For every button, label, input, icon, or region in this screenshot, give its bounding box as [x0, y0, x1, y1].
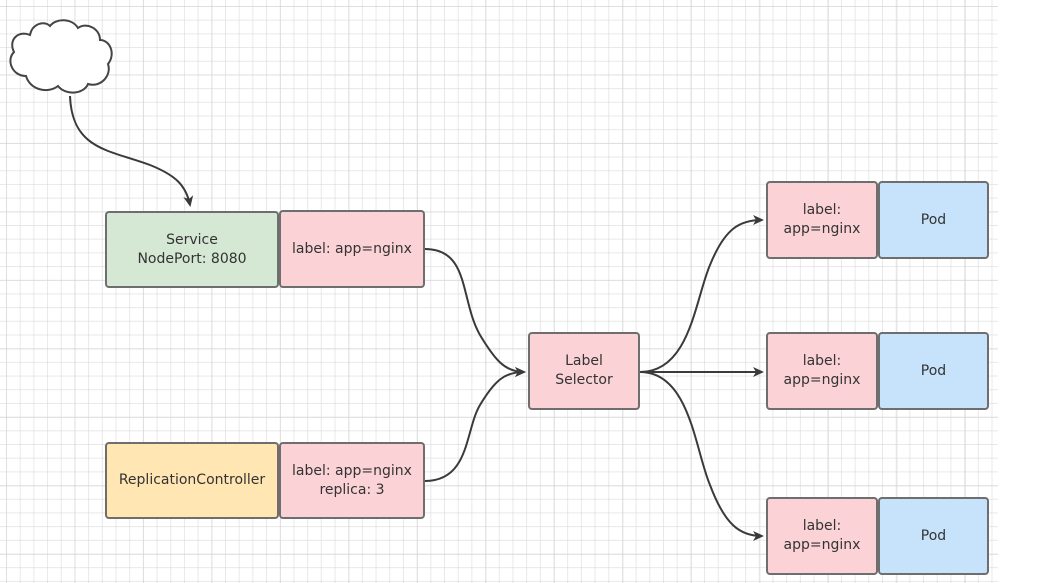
pod-label-node: label: app=nginx — [766, 497, 878, 575]
pod-node: Pod — [878, 332, 989, 410]
pod-label-node: label: app=nginx — [766, 332, 878, 410]
replication-controller-node: ReplicationController — [105, 442, 279, 519]
pod-node: Pod — [878, 181, 989, 259]
label-selector-node: Label Selector — [528, 332, 640, 410]
service-label-node: label: app=nginx — [279, 210, 425, 288]
service-node: Service NodePort: 8080 — [105, 211, 279, 288]
pod-node: Pod — [878, 497, 989, 575]
rc-label-node: label: app=nginx replica: 3 — [279, 442, 425, 519]
pod-label-node: label: app=nginx — [766, 181, 878, 259]
